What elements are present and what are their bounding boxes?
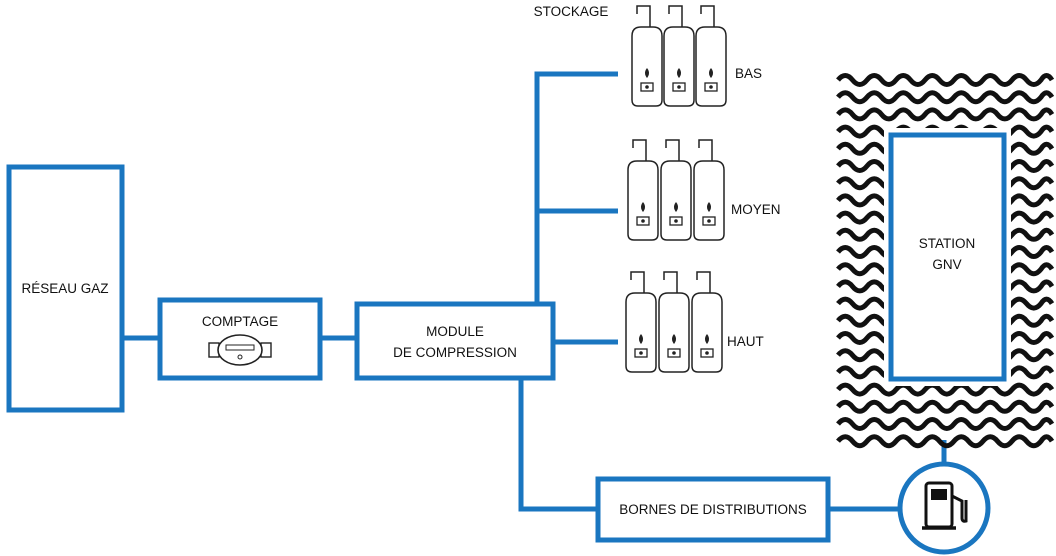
gas-cylinder-icon [660, 139, 692, 241]
stockage-label: STOCKAGE [534, 4, 609, 19]
module-label-line2: DE COMPRESSION [393, 345, 517, 360]
module-compression-node: MODULE DE COMPRESSION [354, 301, 556, 381]
gas-meter-icon [208, 334, 272, 366]
storage-haut: HAUT [625, 271, 764, 373]
station-label-line2: GNV [932, 257, 961, 272]
moyen-label: MOYEN [731, 202, 781, 217]
station-gnv-node: STATION GNV [888, 132, 1007, 382]
road-wave-line [836, 90, 1055, 105]
gas-cylinder-icon [695, 5, 727, 107]
pipe-module-bornes [518, 378, 598, 512]
road-wave-line [836, 434, 1055, 449]
haut-label: HAUT [727, 334, 764, 349]
module-label-line1: MODULE [426, 324, 484, 339]
gas-cylinder-icon [631, 5, 663, 107]
road-wave-line [836, 73, 1055, 87]
road-wave-line [836, 417, 1055, 431]
road-wave-line [836, 399, 1055, 414]
bornes-node: BORNES DE DISTRIBUTIONS [595, 476, 831, 543]
gas-cylinder-icon [627, 139, 659, 241]
storage-moyen: MOYEN [627, 139, 781, 241]
gas-cylinder-icon [663, 5, 695, 107]
bas-label: BAS [735, 66, 762, 81]
reseau-gaz-label: RÉSEAU GAZ [21, 281, 108, 296]
gas-cylinder-icon [658, 271, 690, 373]
road-wave-line [836, 382, 1055, 397]
fuel-pump-icon [897, 461, 991, 555]
reseau-gaz-node: RÉSEAU GAZ [6, 164, 125, 413]
gas-cylinder-icon [691, 271, 723, 373]
gas-cylinder-icon [625, 271, 657, 373]
road-wave-line [836, 107, 1055, 122]
bornes-label: BORNES DE DISTRIBUTIONS [619, 502, 807, 517]
comptage-label: COMPTAGE [202, 314, 278, 329]
pipe-module-bas [534, 71, 618, 304]
comptage-node: COMPTAGE [157, 297, 323, 381]
gas-cylinder-icon [693, 139, 725, 241]
station-label-line1: STATION [919, 236, 976, 251]
storage-bas: BAS [631, 5, 762, 107]
pipes [122, 71, 947, 512]
